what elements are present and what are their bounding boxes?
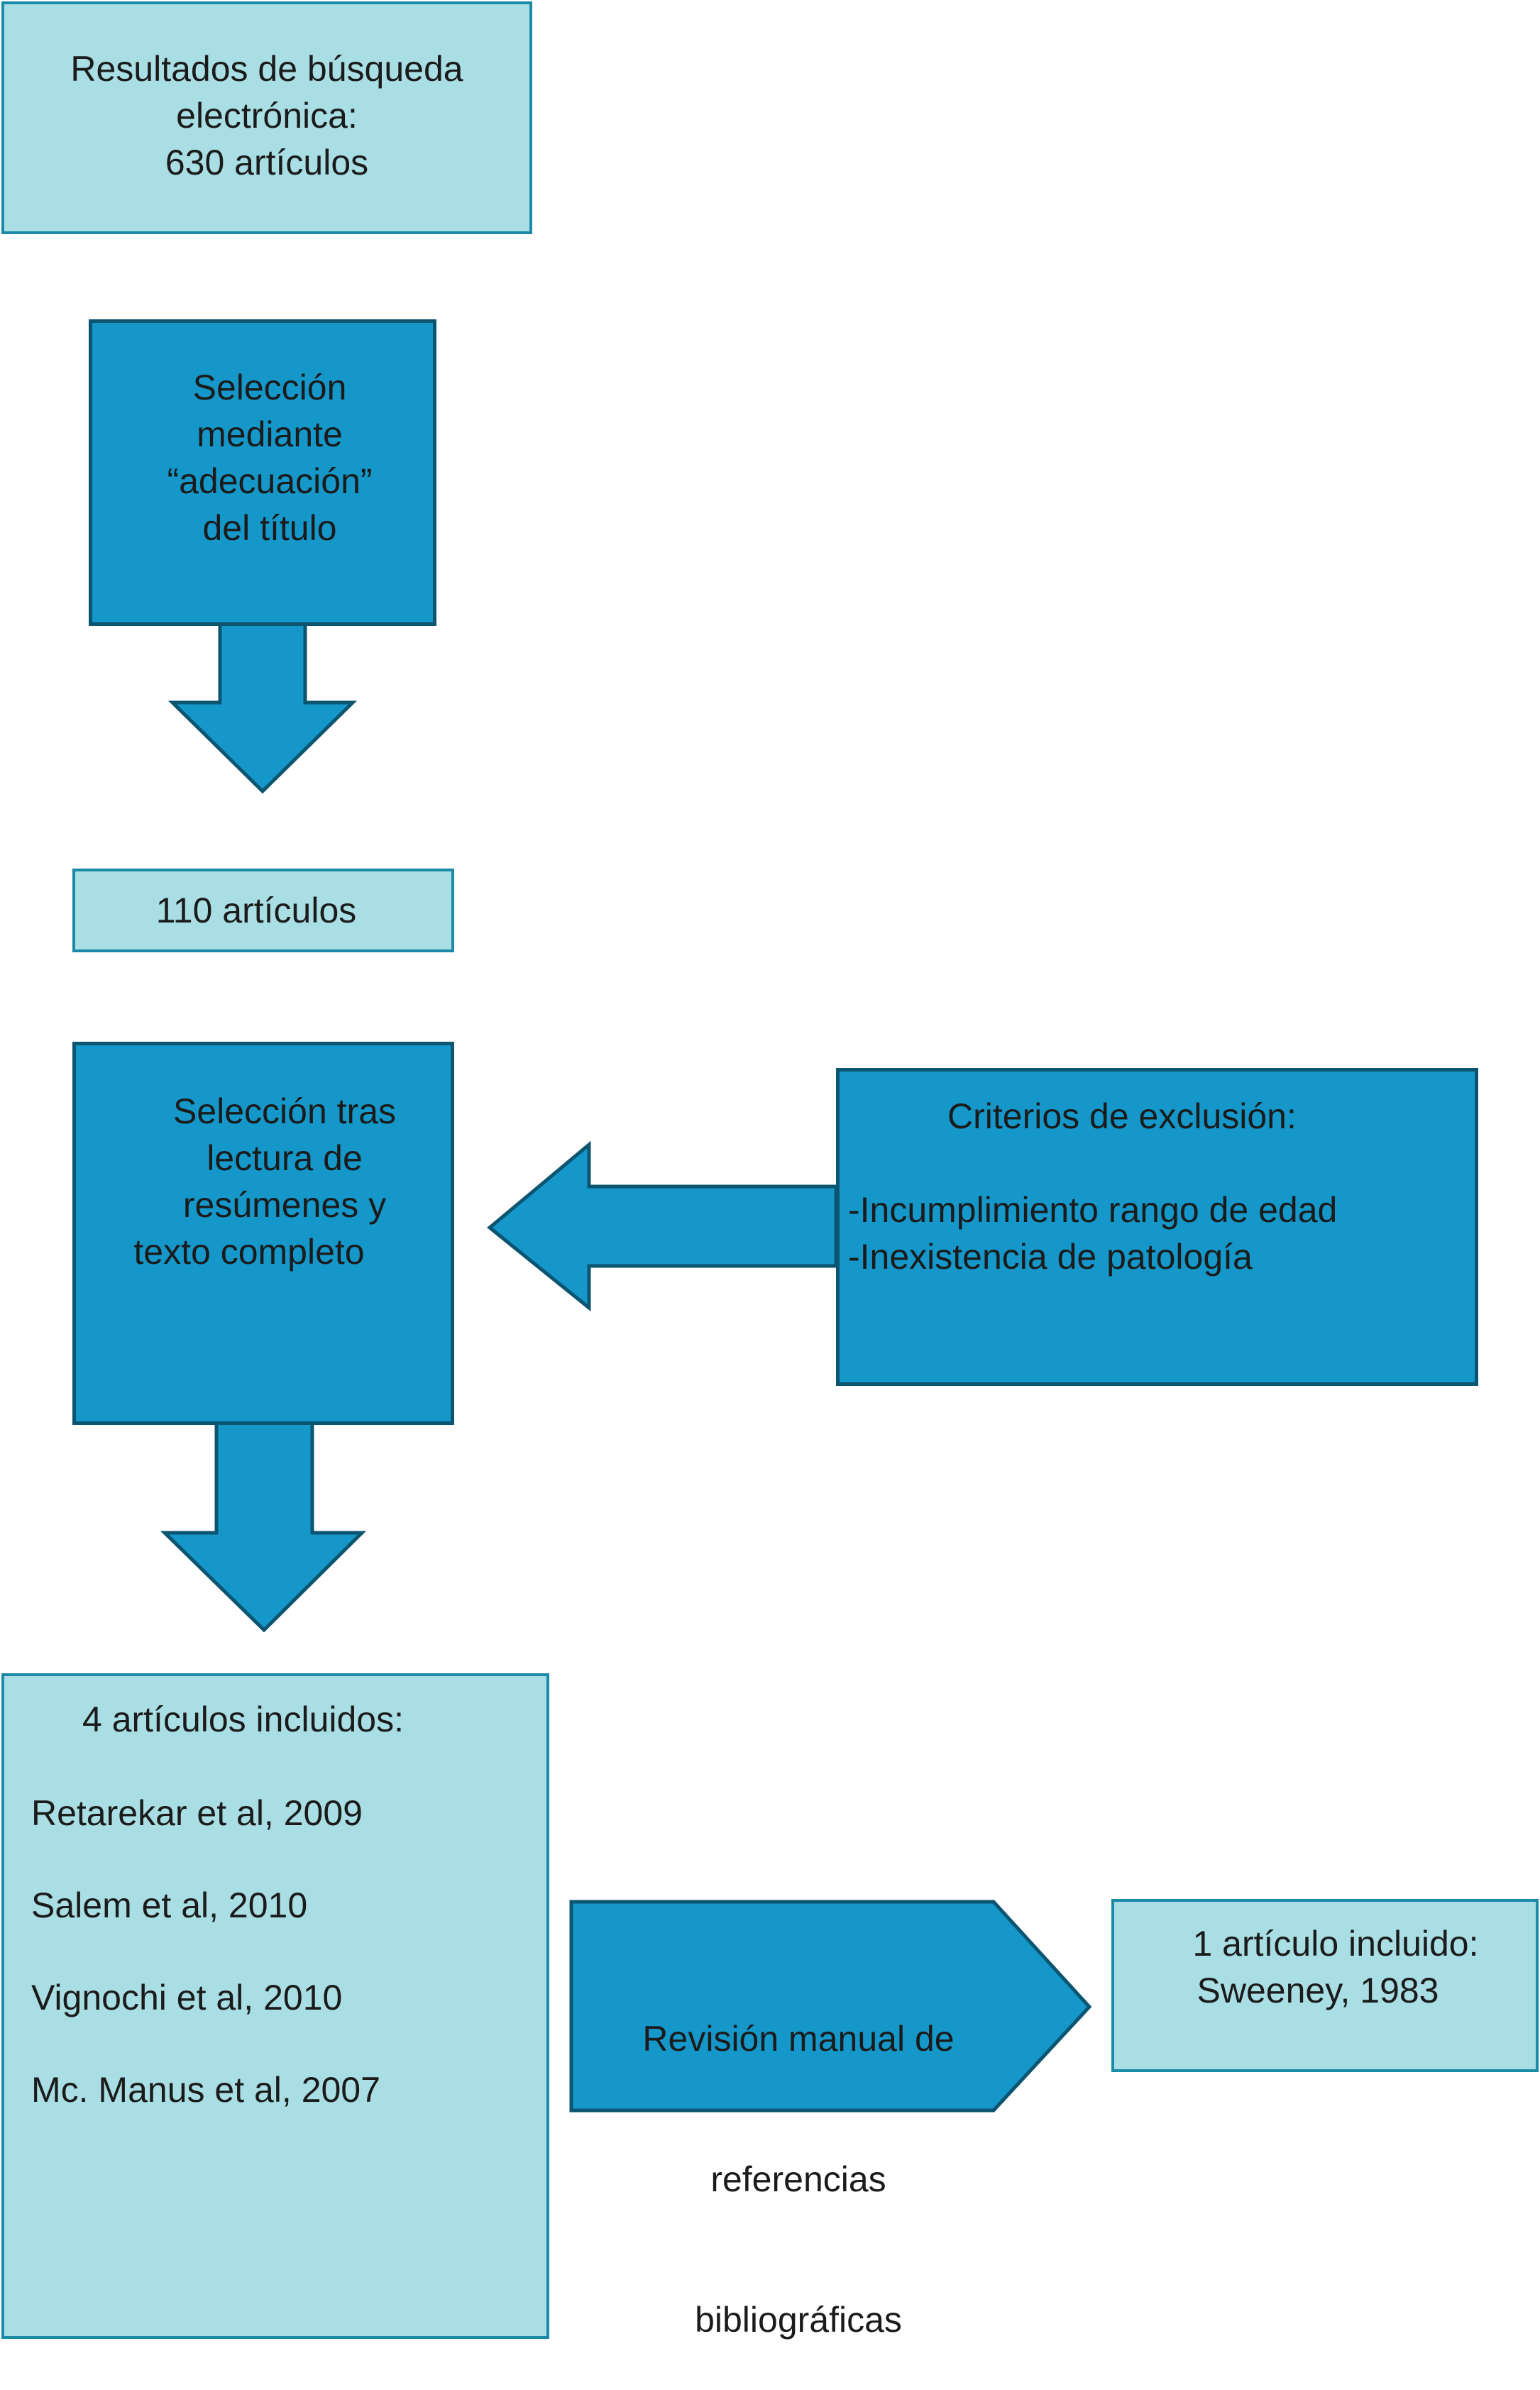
abstract-selection-line-2: lectura de xyxy=(207,1138,363,1178)
included-articles-box: 4 artículos incluidos: Retarekar et al, … xyxy=(1,1673,549,2339)
included-spacer-1 xyxy=(31,1743,546,1790)
search-results-line-3: 630 artículos xyxy=(165,143,369,182)
included-item-4: Mc. Manus et al, 2007 xyxy=(31,2070,380,2110)
abstract-selection-box: Selección tras lectura de resúmenes y te… xyxy=(72,1042,454,1425)
exclusion-spacer xyxy=(848,1140,1475,1186)
included-item-2: Salem et al, 2010 xyxy=(31,1885,308,1925)
title-selection-box: Selección mediante “adecuación” del títu… xyxy=(89,319,436,626)
extra-included-line-1: 1 artículo incluido: xyxy=(1192,1924,1479,1964)
manual-review-text: Revisión manual de referencias bibliográ… xyxy=(571,1922,1025,2390)
included-heading: 4 artículos incluidos: xyxy=(82,1700,405,1739)
count-110-box: 110 artículos xyxy=(72,869,454,952)
exclusion-criteria-box: Criterios de exclusión: -Incumplimiento … xyxy=(836,1068,1478,1386)
left-arrow-exclusion xyxy=(487,1140,838,1312)
abstract-selection-line-4: texto completo xyxy=(133,1232,365,1272)
exclusion-heading: Criterios de exclusión: xyxy=(947,1096,1297,1136)
included-item-3: Vignochi et al, 2010 xyxy=(31,1978,343,2017)
manual-review-line-1: Revisión manual de xyxy=(642,2019,955,2059)
exclusion-item-1: -Incumplimiento rango de edad xyxy=(848,1190,1338,1230)
included-item-1: Retarekar et al, 2009 xyxy=(31,1793,363,1833)
down-arrow-2 xyxy=(160,1421,367,1633)
down-arrow-1 xyxy=(167,621,358,794)
title-selection-line-3: “adecuación” xyxy=(167,461,373,501)
exclusion-item-2: -Inexistencia de patología xyxy=(848,1237,1253,1277)
abstract-selection-line-1: Selección tras xyxy=(172,1091,397,1131)
flow-arrows xyxy=(160,621,1092,2113)
search-results-line-1: Resultados de búsqueda xyxy=(70,49,463,89)
extra-included-box: 1 artículo incluido: Sweeney, 1983 xyxy=(1111,1899,1539,2072)
title-selection-line-2: mediante xyxy=(197,414,343,454)
title-selection-line-1: Selección xyxy=(192,368,347,407)
manual-review-line-3: bibliográficas xyxy=(695,2300,902,2340)
extra-included-line-2: Sweeney, 1983 xyxy=(1197,1971,1439,2010)
title-selection-line-4: del título xyxy=(202,508,337,548)
included-spacer-3 xyxy=(31,1929,546,1974)
included-spacer-2 xyxy=(31,1836,546,1882)
search-results-line-2: electrónica: xyxy=(176,96,358,136)
manual-review-shape xyxy=(569,1900,1092,2113)
included-spacer-4 xyxy=(31,2021,546,2066)
count-110-text: 110 artículos xyxy=(155,891,357,930)
search-results-box: Resultados de búsqueda electrónica: 630 … xyxy=(1,1,532,234)
manual-review-line-2: referencias xyxy=(710,2159,886,2199)
abstract-selection-line-3: resúmenes y xyxy=(182,1185,387,1225)
